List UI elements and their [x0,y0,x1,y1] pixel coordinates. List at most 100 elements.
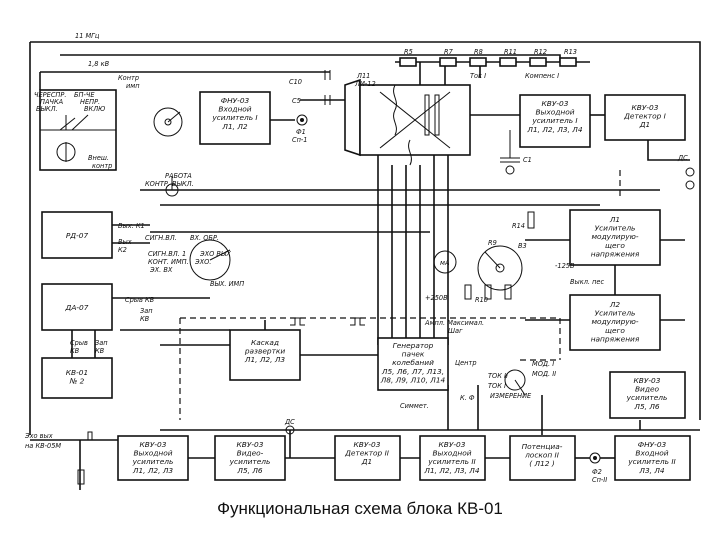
label-kont_imp: КОНТ. ИМП. [148,258,189,266]
label-kf: К. Ф [460,394,475,402]
block-fnu_top-line-2: усилитель I [211,113,257,122]
block-potentioscope [509,435,576,481]
label-c1: С1 [523,156,532,164]
block-det_bottom-line-0: КВУ-03 [354,440,381,449]
label-r7: R7 [444,48,454,56]
block-det_bottom-line-2: Д1 [361,457,372,466]
block-kvu-out-top [519,94,591,148]
label-ds_top: ДС [677,154,688,162]
label-mod2: МОД. II [532,370,556,378]
block-potentioscope-line-0: Потенциа- [522,442,563,451]
crt-screen [39,89,117,171]
block-fnu-bottom [614,435,691,481]
label-pachka: ПАЧКА [40,98,64,106]
label-na_kv: на КВ-05М [25,442,61,450]
label-zap_kv2: Зап [95,339,108,347]
label-kv2: КВ [70,347,80,355]
block-video_bottom-line-0: КВУ-03 [237,440,264,449]
block-kvu_det_top-line-0: КВУ-03 [632,103,659,112]
label-shag: Шаг [448,327,463,335]
block-kvu_out_top-line-3: Л1, Л2, Л3, Л4 [526,125,582,134]
block-pd-line-0: РД-07 [66,231,89,240]
label-vnesh: Внеш. [88,154,109,162]
block-kvu_out_bottom2-line-2: усилитель II [427,457,475,466]
block-kvu_det_top-line-1: Детектор I [623,112,666,121]
top-resistors [399,57,577,67]
label-contr_imp: Контр [118,74,139,82]
block-amp_l2-line-2: модулирую- [591,317,638,326]
rotary-switches [153,107,526,396]
block-kvu-det-top [604,94,686,141]
block-fnu_bottom-line-0: ФНУ-03 [638,440,667,449]
block-kvu_out_bottom2-line-0: КВУ-03 [439,440,466,449]
label-vh_vh: ЭХ. ВХ [149,266,173,274]
label-bp_ch: БП-ЧЕ [74,91,95,99]
label-vh_imp: ВЫХ. ИМП [210,280,244,288]
block-amp_l1-line-0: Л1 [609,215,620,224]
label-signal_vyh: СИГН.ВЛ. [145,234,177,242]
label-tok1: Ток I [470,72,486,80]
label-simm: Симмет. [400,402,429,410]
label-f2: Ф2 [592,468,602,476]
block-video_right-line-3: Л5, Л6 [633,402,660,411]
block-kvu-out-bottom [117,435,189,481]
label-zap_kv: Зап [140,307,153,315]
label-vh_vyh: ЭХО ВЫХ [199,250,231,258]
block-kv01-line-1: № 2 [69,377,85,386]
block-potentioscope-line-1: лоскоп II [524,451,559,460]
block-video_right-line-0: КВУ-03 [634,376,661,385]
block-generator-line-3: Л5, Л6, Л7, Л13, [381,367,444,376]
block-amp_l1-line-2: модулирую- [591,232,638,241]
label-vkl: ВКЛЮ [84,105,105,113]
label-li12: ЛИ-12 [354,80,376,88]
block-kvu_out_top-line-0: КВУ-03 [542,99,569,108]
block-video_bottom-line-2: усилитель [229,457,271,466]
block-kvu_out_top-line-2: усилитель I [531,116,577,125]
block-kvu_out_bottom-line-0: КВУ-03 [140,440,167,449]
label-tok2: ТОК II [488,372,508,380]
block-kvu_det_top-line-2: Д1 [639,120,650,129]
label-rabota: РАБОТА [165,172,192,180]
block-video_right-line-1: Видео [635,385,660,394]
block-kvu_out_top-line-1: Выходной [535,108,574,117]
block-fnu-top [199,91,271,145]
block-amp_l1-line-4: напряжения [591,249,640,258]
functional-blocks [41,91,691,481]
block-kvu_out_bottom-line-1: Выходной [133,449,172,458]
label-mod1: МОД. I [532,360,554,368]
label-ekho: ЭХО. [194,258,211,266]
label-minus125: -125В [555,262,575,270]
label-nepr: НЕПР. [80,98,100,106]
label-r5: R5 [404,48,413,56]
block-fnu_top-line-1: Входной [218,105,251,114]
label-sryv_kv: Срыв КВ [125,296,155,304]
label-kompens1: Компенс I [525,72,559,80]
block-amp_l1-line-1: Усилитель [595,224,636,233]
block-amp_l2-line-4: напряжения [591,334,640,343]
label-kv3: КВ [95,347,105,355]
block-video-right [609,371,686,419]
wires [29,41,701,490]
block-fnu_top-line-0: ФНУ-03 [221,96,250,105]
block-video_bottom-line-3: Л5, Л6 [236,466,263,475]
meters-and-connectors [77,70,695,485]
block-video_right-line-2: усилитель [626,393,668,402]
label-imp: имп [126,82,140,90]
label-r12: R12 [534,48,547,56]
label-kv: КВ [140,315,150,323]
label-cherespr: ЧЕРЕСПР. [34,91,66,99]
block-kvu_out_bottom-line-3: Л1, Л2, Л3 [132,466,173,475]
label-r9: R9 [488,239,497,247]
block-amp_l2-line-0: Л2 [609,300,621,309]
label-r13: R13 [564,48,577,56]
block-fnu_bottom-line-2: усилитель II [627,457,675,466]
label-echo_in: Эхо вых [24,432,53,440]
label-k2: К2 [118,246,127,254]
label-kontr: контр [92,162,112,170]
label-signal2: СИГН.ВЛ. 1 [148,250,186,258]
block-kv01 [41,357,113,399]
block-kvu_out_bottom2-line-3: Л1, Л2, Л3, Л4 [423,466,479,475]
